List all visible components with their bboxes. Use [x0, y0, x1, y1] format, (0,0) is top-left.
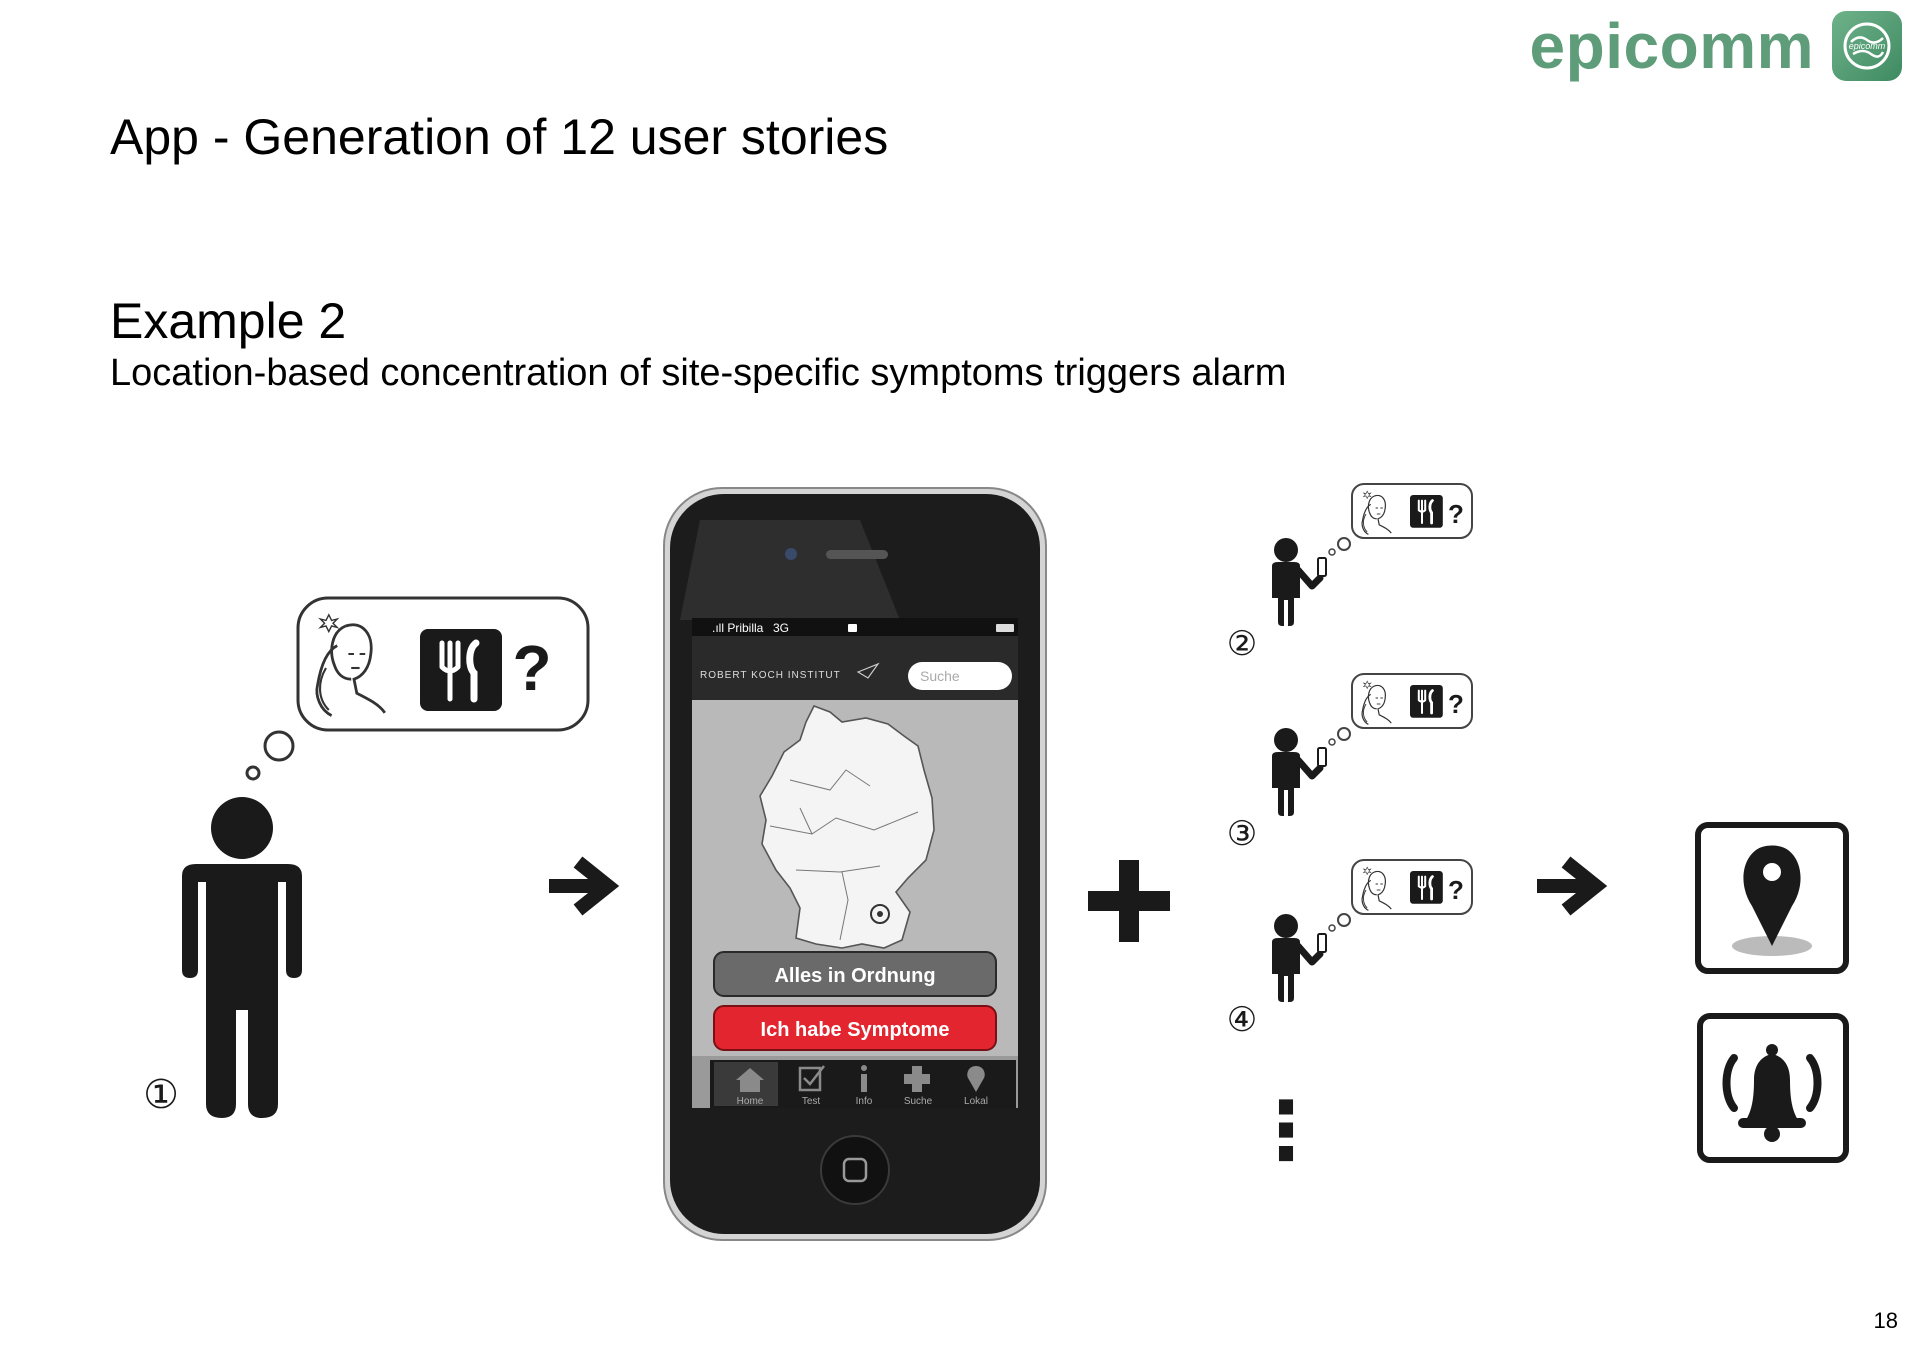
tab-home[interactable]: Home [736, 1068, 764, 1107]
brand-wordmark: epicomm [1529, 10, 1814, 82]
page-number: 18 [1873, 1308, 1898, 1333]
person-with-phone-icon [1272, 728, 1326, 816]
tab-info-label: Info [856, 1096, 873, 1107]
network-label: 3G [773, 621, 789, 635]
pin-icon [967, 1066, 985, 1092]
example-heading: Example 2 [110, 293, 347, 349]
tab-test[interactable]: Test [798, 1065, 825, 1107]
arrow-right-icon [556, 862, 608, 910]
all-ok-button[interactable] [713, 951, 997, 997]
all-ok-label: Alles in Ordnung [774, 965, 935, 987]
globe-logo-icon: epicomm [1832, 11, 1902, 81]
person-3-group: ? ③ [1227, 673, 1473, 853]
battery-icon [996, 624, 1014, 632]
home-icon [736, 1068, 764, 1092]
phone-home-button[interactable] [820, 1135, 890, 1205]
germany-map [759, 704, 935, 949]
tab-search-label: Suche [904, 1096, 933, 1107]
thought-bubble: ? [245, 596, 590, 781]
tab-home-label: Home [737, 1096, 764, 1107]
mini-thought-bubble: ? [1328, 483, 1473, 556]
checkbox-icon [798, 1066, 822, 1092]
report-symptoms-button[interactable] [713, 1005, 997, 1051]
alarm-bell-icon [1697, 1013, 1849, 1163]
tab-search[interactable]: Suche [904, 1066, 933, 1107]
phone-search-input[interactable] [908, 662, 1012, 690]
person-4-group: ? ④ [1227, 859, 1473, 1039]
smartphone: .ıll Pribilla 3G ROBERT KOCH INSTITUT Su… [663, 487, 1047, 1241]
carrier-label: .ıll Pribilla [712, 621, 764, 635]
step-marker-3: ③ [1227, 815, 1257, 853]
location-marker-icon [870, 904, 890, 924]
arrow-right-icon [1544, 862, 1596, 910]
map-pin-icon [1695, 822, 1849, 974]
institute-name: ROBERT KOCH INSTITUT [700, 670, 841, 681]
lock-icon [848, 624, 857, 632]
person-with-phone-icon [1272, 914, 1326, 1002]
cutlery-icon [1408, 869, 1445, 906]
question-mark: ? [512, 632, 551, 704]
tab-local-label: Lokal [964, 1096, 988, 1107]
epicomm-logo: epicomm epicomm [1530, 8, 1902, 84]
mini-thought-bubble: ? [1328, 859, 1473, 932]
question-mark: ? [1448, 499, 1464, 529]
tab-local[interactable]: Lokal [964, 1066, 988, 1107]
cutlery-icon [1408, 493, 1445, 530]
page-title: App - Generation of 12 user stories [110, 109, 889, 165]
plus-icon [1088, 860, 1170, 942]
question-mark: ? [1448, 689, 1464, 719]
example-description: Location-based concentration of site-spe… [110, 352, 1287, 394]
info-icon [861, 1065, 867, 1071]
plus-cross-icon [904, 1066, 930, 1092]
mini-thought-bubble: ? [1328, 673, 1473, 746]
cutlery-icon [1408, 683, 1445, 720]
report-symptoms-label: Ich habe Symptome [761, 1019, 950, 1041]
svg-text:⋮: ⋮ [1246, 1086, 1326, 1175]
phone-search-placeholder: Suche [920, 668, 960, 684]
tab-test-label: Test [802, 1096, 821, 1107]
person-icon [182, 797, 302, 1118]
step-marker-4: ④ [1227, 1001, 1257, 1039]
step-marker-2: ② [1227, 625, 1257, 663]
person-2-group: ? ② [1227, 483, 1473, 663]
institute-logo-icon [856, 662, 880, 679]
question-mark: ? [1448, 875, 1464, 905]
continuation-dots: ⋮ [1246, 1086, 1326, 1175]
logo-badge-text: epicomm [1849, 41, 1886, 51]
step-marker-1: ① [143, 1073, 179, 1117]
cutlery-icon [420, 629, 502, 711]
person-with-phone-icon [1272, 538, 1326, 626]
tab-info[interactable]: Info [856, 1065, 873, 1107]
